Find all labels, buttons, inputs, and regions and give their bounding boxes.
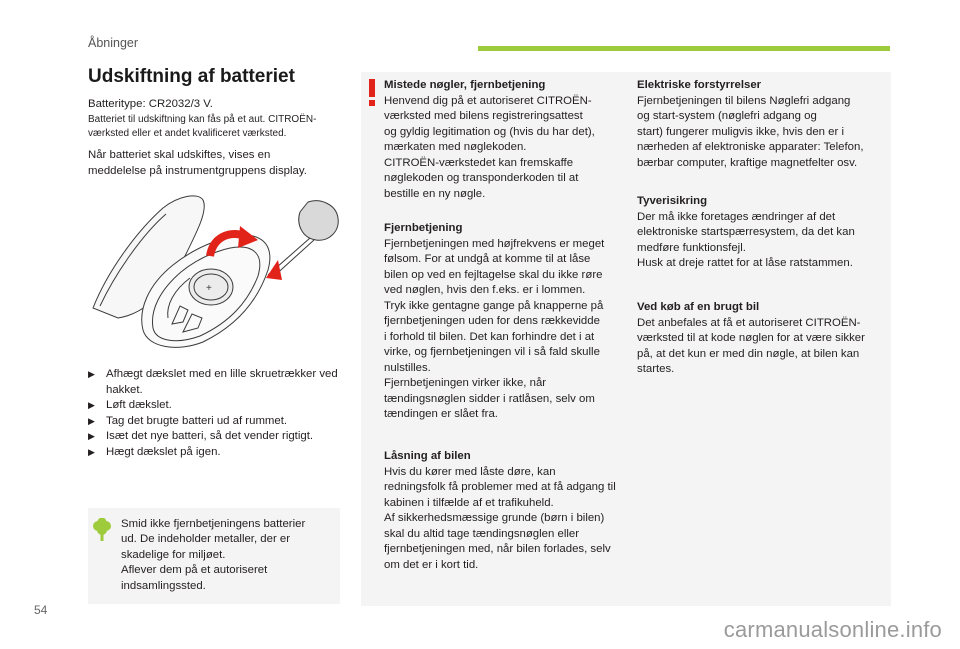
step-text: Isæt det nye batteri, så det vender rigt… [106,430,314,442]
locking-section: Låsning af bilen Hvis du kører med låste… [384,449,639,573]
section-line: på, at det kun er med din nøgle, at bile… [637,347,860,360]
step-item: ▶ Tag det brugte batteri ud af rummet. [88,414,338,430]
replace-info-1: Når batteriet skal udskiftes, vises en [88,149,271,161]
battery-type: Batteritype: CR2032/3 V. [88,98,213,110]
section-line: Fjernbetjeningen med højfrekvens er mege… [384,237,605,250]
section-line: bilen op ved en fejltagelse skal du ikke… [384,268,603,281]
section-line: Hvis du kører med låste døre, kan [384,465,556,478]
steps-list: ▶ Afhægt dækslet med en lille skruetrække… [88,367,338,460]
section-line: og gyldig legitimation og (hvis du har d… [384,125,595,138]
warning-panel [361,72,891,606]
eco-note-line: Aflever dem på et autoriseret [121,564,268,576]
section-line: Det anbefales at få et autoriseret CITRO… [637,316,861,329]
section-line: nøglekoden og transponderkoden til at [384,172,579,184]
page-number: 54 [34,603,48,617]
battery-note-1: Batteriet til udskiftning kan fås på et … [88,114,317,125]
section-line: Husk at dreje rattet for at låse ratstam… [637,257,853,269]
section-line: skal du altid tage tændingsnøglen eller [384,527,580,540]
exclamation-icon [369,79,375,106]
step-text: Tag det brugte batteri ud af rummet. [106,414,288,427]
eco-note-line: Smid ikke fjernbetjeningens batterier [121,518,306,530]
arrow-right-icon: ▶ [88,431,95,441]
step-item: ▶ Hægt dækslet på igen. [88,445,338,461]
section-line: følsom. For at undgå at komme til at lås… [384,253,591,265]
section-heading: Ved køb af en brugt bil [637,301,760,313]
interference-section: Elektriske forstyrrelser Fjernbetjeninge… [637,78,892,171]
section-line: kabinen i tilfælde af et trafikuheld. [384,496,554,509]
section-heading: Mistede nøgler, fjernbetjening [384,79,546,91]
remote-section: Fjernbetjening Fjernbetjeningen med højf… [384,221,639,423]
section-line: medføre funktionsfejl. [637,241,746,254]
eco-note-line: ud. De indeholder metaller, der er [121,533,291,545]
section-heading: Elektriske forstyrrelser [637,79,762,91]
section-line: start) fungerer muligvis ikke, hvis den … [637,125,845,138]
section-line: Tryk ikke gentagne gange på knapperne på [384,299,604,312]
section-line: nulstilles. [384,361,431,374]
section-line: nærheden af elektroniske apparater: Tele… [637,141,864,153]
section-heading: Tyverisikring [637,195,708,207]
section-line: Fjernbetjeningen virker ikke, når [384,377,547,389]
section-line: Der må ikke foretages ændringer af det [637,210,836,223]
arrow-right-icon: ▶ [88,400,95,410]
header-accent-line [478,46,890,51]
section-heading: Låsning af bilen [384,450,471,462]
section-line: bestille en ny nøgle. [384,187,486,200]
section-line: bærbar computer, kraftige magnetfelter o… [637,156,858,169]
section-line: værksted til at kode nøglen for at være … [637,332,865,344]
section-heading: Fjernbetjening [384,222,463,234]
section-line: Af sikkerhedsmæssige grunde (børn i bile… [384,512,605,524]
section-label: Åbninger [88,36,139,50]
theft-section: Tyverisikring Der må ikke foretages ændr… [637,194,892,272]
step-text: Hægt dækslet på igen. [106,445,221,458]
lost-keys-section: Mistede nøgler, fjernbetjening Henvend d… [384,78,639,202]
eco-note-line: indsamlingssted. [121,580,206,592]
key-fob-illustration: + [92,195,339,348]
section-line: i forhold til bilen. Det kan forhindre d… [384,330,595,343]
tree-icon [93,518,111,541]
arrow-right-icon: ▶ [88,446,95,457]
battery-note-2: værksted eller et andet kvalificeret vær… [88,128,287,139]
section-line: ved nøglen, hvis den f.eks. er i lommen. [384,284,586,296]
section-line: redningsfolk få problemer med at få adga… [384,481,616,493]
eco-note-box [88,508,340,604]
step-item: ▶ Isæt det nye batteri, så det vender rig… [88,429,338,445]
section-line: Henvend dig på et autoriseret CITROËN- [384,94,592,107]
section-line: virke, og fjernbetjeningen vil i så fald… [384,346,600,358]
step-text: Løft dækslet. [106,399,172,411]
watermark[interactable]: carmanualsonline.info [723,617,942,642]
section-line: tændingen er slået fra. [384,408,498,420]
section-line: elektroniske startspærresystem, da det k… [637,226,855,238]
step-item: ▶ Afhægt dækslet med en lille skruetrække… [88,367,338,398]
section-line: fjernbetjeningen med, når bilen forlades… [384,543,611,555]
section-line: værksted med bilens registreringsattest [384,110,583,122]
section-line: CITROËN-værkstedet kan fremskaffe [384,156,574,169]
section-line: tændingsnøglen sidder i ratlåsen, selv o… [384,392,595,405]
section-line: og start-system (nøglefri adgang og [637,110,817,122]
replace-info-2: meddelelse på instrumentgruppens display… [88,165,307,177]
used-car-section: Ved køb af en brugt bil Det anbefales at… [637,300,892,378]
section-line: fjernbetjeningen uden for dens rækkevidd… [384,315,600,327]
section-line: Fjernbetjeningen til bilens Nøglefri adg… [637,94,851,107]
section-line: startes. [637,363,675,375]
step-text: Afhægt dækslet med en lille skruetrækker… [106,368,338,396]
section-line: mærkaten med nøglekoden. [384,141,527,153]
arrow-right-icon: ▶ [88,369,95,379]
page-title: Udskiftning af batteriet [88,66,295,87]
section-line: om det er i kort tid. [384,558,479,571]
svg-text:+: + [206,283,212,294]
step-item: ▶ Løft dækslet. [88,398,338,414]
arrow-right-icon: ▶ [88,415,95,426]
eco-note-line: skadelige for miljøet. [121,549,226,561]
